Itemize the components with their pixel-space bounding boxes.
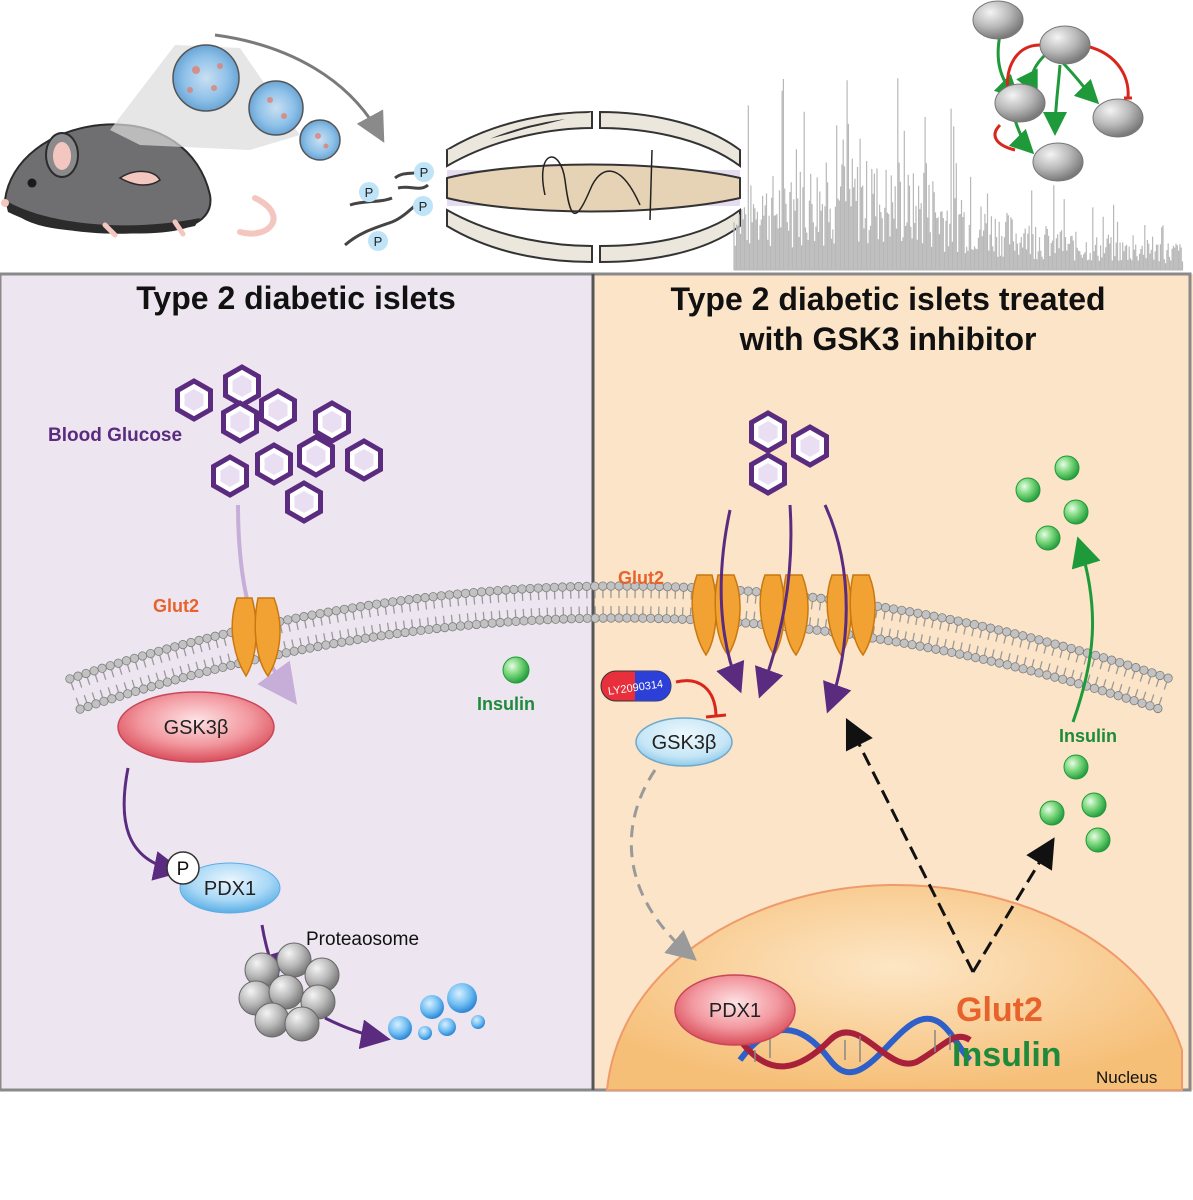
glucose-molecule — [300, 437, 333, 475]
insulin-granule — [1085, 827, 1111, 853]
glut2-label-left: Glut2 — [153, 596, 199, 616]
proteasome-label: Proteaosome — [306, 929, 419, 950]
left-panel-title: Type 2 diabetic islets — [136, 280, 456, 316]
degradation-arrow-2 — [324, 1016, 391, 1050]
insulin-secretion-arrow — [1071, 536, 1101, 723]
insulin-granule — [1015, 477, 1041, 503]
pdx1-label-left: PDX1 — [204, 878, 256, 900]
degraded-peptides — [388, 983, 485, 1040]
gene-expression-arrows — [845, 717, 1055, 973]
pdx1-label-right: PDX1 — [709, 1000, 761, 1022]
mass-spectrum — [733, 78, 1184, 271]
glut2-gene-label: Glut2 — [956, 991, 1043, 1029]
glut2-transporter-left — [231, 597, 281, 678]
gsk3b-label-right: GSK3β — [652, 732, 717, 754]
pdx1-protein-right — [674, 974, 796, 1046]
top-strip: P P P P — [1, 0, 1184, 271]
phospho-label-4: P — [374, 234, 383, 249]
glucose-uptake-arrows-right — [716, 504, 852, 714]
glucose-molecule — [224, 403, 257, 441]
insulin-granule — [1035, 525, 1061, 551]
phosphopeptides: P P P P — [344, 162, 434, 251]
glucose-molecule — [178, 381, 211, 419]
insulin-label-right: Insulin — [1059, 726, 1117, 746]
blood-glucose-label: Blood Glucose — [48, 425, 182, 446]
glucose-molecule — [348, 441, 381, 479]
proteasome-complex — [238, 942, 340, 1042]
insulin-label-left: Insulin — [477, 694, 535, 714]
glucose-molecule — [214, 457, 247, 495]
workflow-arrow — [214, 33, 385, 143]
phospho-label-2: P — [420, 165, 429, 180]
glucose-molecule — [752, 455, 785, 493]
mouse-illustration — [1, 123, 277, 238]
insulin-granules-cytoplasm — [1039, 754, 1111, 853]
pdx1-stabilization-arrow — [629, 769, 697, 961]
glucose-molecule — [288, 483, 321, 521]
glucose-molecule — [226, 367, 259, 405]
mass-spectrometer-illustration — [445, 110, 741, 264]
insulin-granule — [1063, 499, 1089, 525]
insulin-granule — [1039, 800, 1065, 826]
inhibition-bar — [705, 713, 727, 719]
glucose-molecule — [752, 413, 785, 451]
inhibition-arrow — [675, 679, 718, 716]
phosphate-label: P — [177, 859, 190, 880]
glucose-molecule — [794, 427, 827, 465]
gsk3b-label-left: GSK3β — [164, 717, 229, 739]
insulin-granule — [1054, 455, 1080, 481]
panel-frame — [0, 272, 1192, 1092]
insulin-granule — [1081, 792, 1107, 818]
phosphorylation-arrow — [122, 767, 184, 881]
glucose-molecule — [316, 403, 349, 441]
phosphate-group — [166, 851, 200, 885]
islet-images — [172, 44, 341, 161]
gsk3b-enzyme-left — [117, 691, 275, 763]
glucose-molecule — [258, 445, 291, 483]
right-panel-title-line1: Type 2 diabetic islets treated — [670, 281, 1105, 317]
glut2-label-right: Glut2 — [618, 568, 664, 588]
gsk3b-enzyme-right — [635, 717, 733, 767]
right-panel-title-line2: with GSK3 inhibitor — [739, 321, 1037, 357]
nucleus-label: Nucleus — [1096, 1068, 1157, 1087]
phospho-label-3: P — [419, 199, 428, 214]
insulin-gene-label: Insulin — [952, 1036, 1062, 1074]
pdx1-protein-left — [179, 862, 281, 914]
glucose-molecule — [262, 391, 295, 429]
insulin-granule — [502, 656, 530, 684]
phospho-label-1: P — [365, 185, 374, 200]
insulin-granules-secreted — [1015, 455, 1089, 551]
ly2090314-inhibitor-pill: LY2090314 — [600, 670, 672, 702]
insulin-granule — [1063, 754, 1089, 780]
kinase-network — [972, 0, 1144, 182]
